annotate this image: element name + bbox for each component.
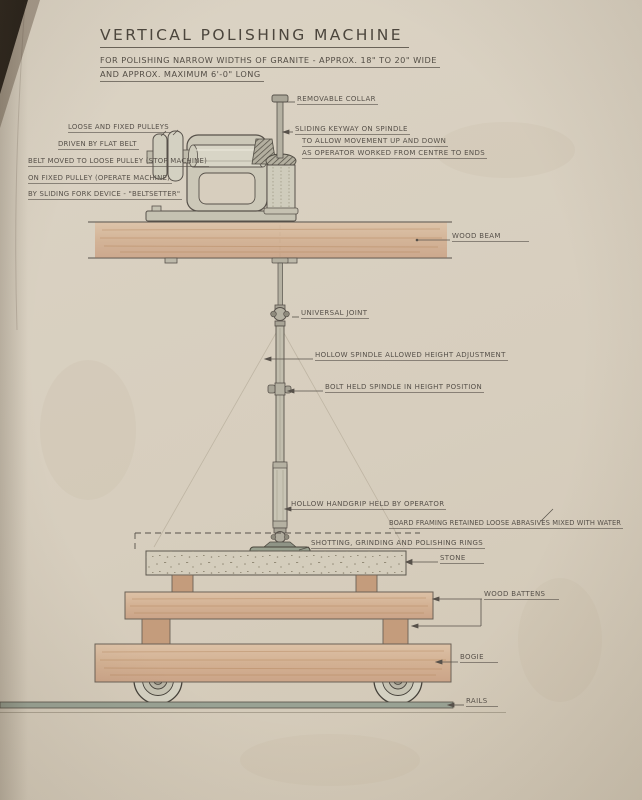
- batten-support: [141, 618, 171, 646]
- rails: [0, 701, 506, 713]
- fixed-pulley: [167, 130, 184, 182]
- batten-support: [382, 618, 409, 646]
- bogie-beam: [94, 643, 452, 683]
- label-hollow-spindle: HOLLOW SPINDLE ALLOWED HEIGHT ADJUSTMENT: [315, 351, 508, 362]
- lower-joint: [270, 527, 290, 543]
- label-universal-joint: UNIVERSAL JOINT: [301, 309, 370, 320]
- subtitle-line-1: FOR POLISHING NARROW WIDTHS OF GRANITE -…: [100, 55, 440, 68]
- hollow-handgrip: [272, 461, 288, 529]
- dark-corner: [0, 0, 28, 94]
- paper-stains: [40, 122, 602, 786]
- paper-crease: [15, 1, 26, 331]
- beam-bolt-lug: [164, 257, 178, 264]
- spindle-upper: [276, 97, 284, 159]
- label-bogie: BOGIE: [460, 653, 498, 664]
- wood-beam: [88, 221, 452, 264]
- wood-grain: [100, 228, 442, 253]
- note-loose-fixed-pulleys: LOOSE AND FIXED PULLEYS: [68, 123, 171, 134]
- leader-lines: [160, 101, 554, 708]
- universal-joint: [270, 304, 290, 327]
- note-on-fixed-pulley: ON FIXED PULLEY (OPERATE MACHINE): [28, 174, 173, 185]
- label-hollow-handgrip: HOLLOW HANDGRIP HELD BY OPERATOR: [291, 500, 447, 511]
- label-sliding-keyway-2: TO ALLOW MOVEMENT UP AND DOWN: [302, 137, 449, 148]
- board-framing-line: [134, 532, 420, 551]
- subtitle-line-2: AND APPROX. MAXIMUM 6'-0" LONG: [100, 69, 264, 82]
- removable-collar: [271, 94, 289, 103]
- ring-holder-cone: [262, 541, 298, 548]
- note-belt-moved: BELT MOVED TO LOOSE PULLEY (STOP MACHINE…: [28, 157, 210, 168]
- page-title: VERTICAL POLISHING MACHINE: [100, 26, 409, 48]
- label-removable-collar: REMOVABLE COLLAR: [297, 95, 378, 106]
- label-rails: RAILS: [466, 697, 498, 708]
- label-wood-battens: WOOD BATTENS: [484, 590, 560, 601]
- batten-beam: [124, 591, 434, 620]
- label-stone: STONE: [440, 554, 484, 565]
- label-bolt-held: BOLT HELD SPINDLE IN HEIGHT POSITION: [325, 383, 485, 394]
- label-board-framing: BOARD FRAMING RETAINED LOOSE ABRASIVES M…: [389, 519, 624, 530]
- spindle-lower: [249, 257, 311, 555]
- height-bolt: [267, 382, 292, 396]
- loose-pulley: [152, 133, 168, 180]
- label-sliding-keyway: SLIDING KEYWAY ON SPINDLE: [295, 125, 410, 136]
- frame-window: [198, 172, 256, 205]
- drive-machine: [145, 94, 299, 222]
- note-driven-by-belt: DRIVEN BY FLAT BELT: [58, 140, 139, 151]
- stone-slab: [145, 550, 407, 576]
- wood-battens: [124, 574, 434, 646]
- label-wood-beam: WOOD BEAM: [452, 232, 529, 243]
- note-beltsetter: BY SLIDING FORK DEVICE - "BELTSETTER": [28, 190, 183, 201]
- label-shotting-rings: SHOTTING, GRINDING AND POLISHING RINGS: [311, 539, 486, 550]
- label-sliding-keyway-3: AS OPERATOR WORKED FROM CENTRE TO ENDS: [302, 149, 488, 160]
